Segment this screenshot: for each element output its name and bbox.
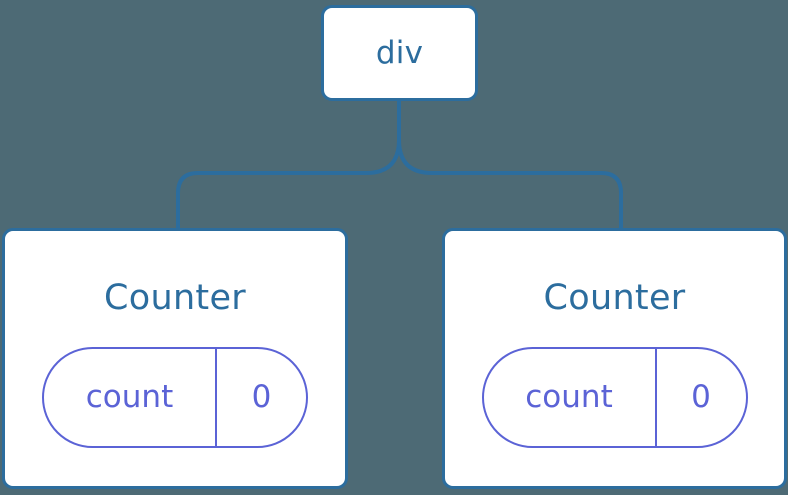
state-capsule-left: count 0 <box>42 347 308 448</box>
node-div-label: div <box>375 34 424 71</box>
state-key-left: count <box>44 349 217 446</box>
state-capsule-right: count 0 <box>481 347 748 448</box>
state-value-left: 0 <box>251 379 272 415</box>
state-value-right: 0 <box>691 379 711 415</box>
state-key-right: count <box>484 349 657 446</box>
connector-to-right-child <box>397 139 623 232</box>
node-counter-right-title: Counter <box>543 278 686 318</box>
node-counter-left[interactable]: Counter count 0 <box>2 228 348 489</box>
node-counter-right[interactable]: Counter count 0 <box>442 228 787 489</box>
node-div[interactable]: div <box>321 5 478 101</box>
connector-to-left-child <box>176 100 401 232</box>
node-counter-left-title: Counter <box>104 278 246 318</box>
